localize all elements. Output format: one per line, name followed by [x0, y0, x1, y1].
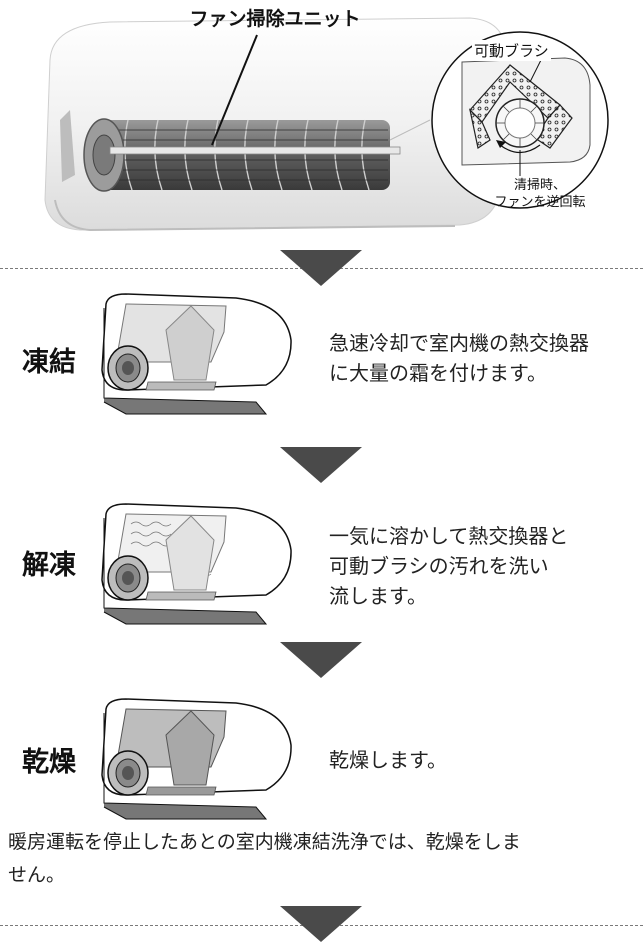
movable-brush-label: 可動ブラシ [472, 40, 551, 61]
step-dry-label: 乾燥 [22, 747, 76, 778]
down-arrow-icon [280, 447, 362, 483]
step-freeze-description: 急速冷却で室内機の熱交換器 に大量の霜を付けます。 [329, 331, 589, 385]
fan-cleaning-unit-label: ファン掃除ユニット [189, 8, 361, 30]
dry-unit-illustration [101, 698, 292, 820]
step-thaw-label: 解凍 [22, 550, 76, 581]
down-arrow-icon [280, 906, 362, 942]
freeze-unit-illustration [101, 293, 292, 415]
step-dry-description: 乾燥します。 [329, 748, 447, 772]
reverse-rotation-note: 清掃時、 ファンを逆回転 [494, 178, 586, 210]
step-freeze-label: 凍結 [22, 347, 76, 378]
step-thaw-description: 一気に溶かして熱交換器と 可動ブラシの汚れを洗い 流します。 [329, 524, 569, 608]
down-arrow-icon [280, 642, 362, 678]
thaw-unit-illustration [101, 503, 292, 625]
down-arrow-icon [280, 250, 362, 286]
fan-cleaning-unit-illustration [44, 17, 609, 232]
heating-note: 暖房運転を停止したあとの室内機凍結洗浄では、乾燥をしま せん。 [8, 831, 521, 886]
